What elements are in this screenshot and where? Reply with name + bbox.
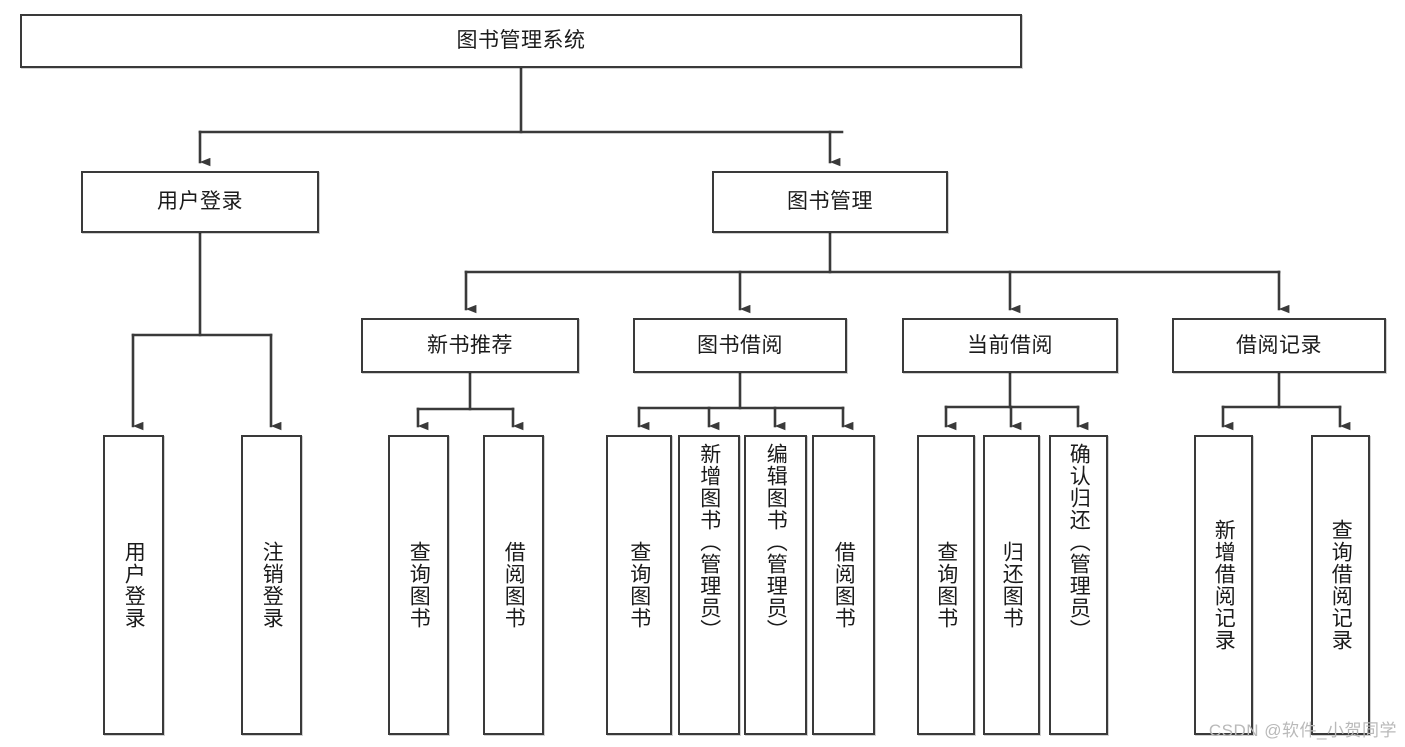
node-user_logout[interactable]: 注销登录 bbox=[241, 435, 302, 735]
node-query_book_3[interactable]: 查询图书 bbox=[917, 435, 975, 735]
connector-group-new-book bbox=[416, 371, 524, 431]
node-add_book_admin[interactable]: 新增图书（管理员） bbox=[678, 435, 740, 735]
node-label: 查询图书 bbox=[934, 541, 958, 629]
node-label: 图书管理 bbox=[787, 190, 873, 214]
node-book_borrow[interactable]: 图书借阅 bbox=[633, 318, 847, 373]
node-add_borrow_rec[interactable]: 新增借阅记录 bbox=[1194, 435, 1253, 735]
node-label: 借阅记录 bbox=[1236, 333, 1322, 357]
node-query_book_2[interactable]: 查询图书 bbox=[606, 435, 672, 735]
node-label: 新增图书（管理员） bbox=[697, 443, 721, 641]
node-label: 查询借阅记录 bbox=[1329, 519, 1353, 651]
node-borrow_record[interactable]: 借阅记录 bbox=[1172, 318, 1386, 373]
node-user_login_do[interactable]: 用户登录 bbox=[103, 435, 164, 735]
node-return_book[interactable]: 归还图书 bbox=[983, 435, 1040, 735]
node-label: 编辑图书（管理员） bbox=[764, 443, 788, 641]
node-current_borrow[interactable]: 当前借阅 bbox=[902, 318, 1118, 373]
node-label: 借阅图书 bbox=[502, 541, 526, 629]
node-query_book_1[interactable]: 查询图书 bbox=[388, 435, 449, 735]
node-borrow_book_2[interactable]: 借阅图书 bbox=[812, 435, 875, 735]
node-label: 图书借阅 bbox=[697, 333, 783, 357]
node-label: 当前借阅 bbox=[967, 333, 1053, 357]
connector-group-book-borrow bbox=[637, 371, 854, 431]
connector-group-user-login bbox=[131, 231, 282, 431]
node-label: 用户登录 bbox=[157, 190, 243, 214]
node-query_borrow_rec[interactable]: 查询借阅记录 bbox=[1311, 435, 1370, 735]
node-label: 注销登录 bbox=[260, 541, 284, 629]
node-label: 归还图书 bbox=[1000, 541, 1024, 629]
node-label: 查询图书 bbox=[627, 541, 651, 629]
connector-group-root bbox=[198, 66, 844, 167]
node-label: 查询图书 bbox=[407, 541, 431, 629]
node-label: 图书管理系统 bbox=[456, 29, 586, 53]
node-label: 确认归还（管理员） bbox=[1067, 443, 1091, 641]
node-new_book_rec[interactable]: 新书推荐 bbox=[361, 318, 579, 373]
connector-group-book-manage bbox=[464, 231, 1290, 314]
connector-group-current-borrow bbox=[944, 371, 1089, 431]
node-confirm_return[interactable]: 确认归还（管理员） bbox=[1049, 435, 1108, 735]
node-user_login[interactable]: 用户登录 bbox=[81, 171, 319, 233]
node-label: 新书推荐 bbox=[427, 333, 513, 357]
node-book_manage[interactable]: 图书管理 bbox=[712, 171, 948, 233]
node-edit_book_admin[interactable]: 编辑图书（管理员） bbox=[744, 435, 807, 735]
node-borrow_book_1[interactable]: 借阅图书 bbox=[483, 435, 544, 735]
node-root-system[interactable]: 图书管理系统 bbox=[20, 14, 1022, 68]
connector-group-borrow-record bbox=[1221, 371, 1351, 431]
node-label: 借阅图书 bbox=[832, 541, 856, 629]
node-label: 新增借阅记录 bbox=[1212, 519, 1236, 651]
node-label: 用户登录 bbox=[122, 541, 146, 629]
